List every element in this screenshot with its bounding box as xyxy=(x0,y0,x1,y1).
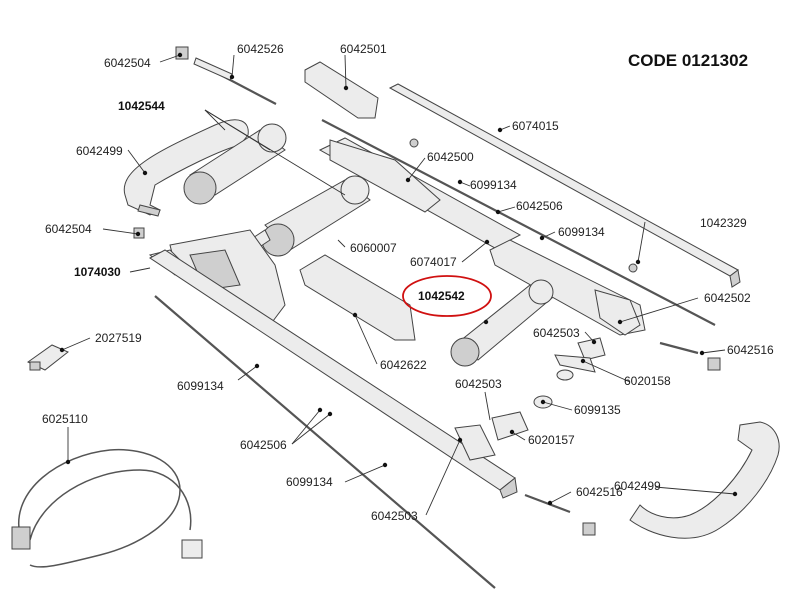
label-6042503-a: 6042503 xyxy=(533,326,580,340)
label-6042502: 6042502 xyxy=(704,291,751,305)
label-6042516-b: 6042516 xyxy=(576,485,623,499)
label-6042506-a: 6042506 xyxy=(516,199,563,213)
label-6099134-b: 6099134 xyxy=(558,225,605,239)
part-plate-6042501 xyxy=(304,61,379,119)
part-rail-6074015 xyxy=(388,83,741,288)
part-beam-end xyxy=(499,477,518,499)
label-6042622: 6042622 xyxy=(380,358,427,372)
part-cylinder-top xyxy=(183,123,287,205)
label-6025110: 6025110 xyxy=(42,412,88,426)
leader-lines xyxy=(61,54,736,516)
label-6074015: 6074015 xyxy=(512,119,559,133)
label-6020157: 6020157 xyxy=(528,433,575,447)
label-6020158: 6020158 xyxy=(624,374,671,388)
label-6042516-a: 6042516 xyxy=(727,343,774,357)
label-1074030: 1074030 xyxy=(74,265,121,279)
code-title: CODE 0121302 xyxy=(628,51,748,70)
label-6099134-d: 6099134 xyxy=(286,475,333,489)
part-key-2027519 xyxy=(27,344,69,371)
label-6099134-c: 6099134 xyxy=(177,379,224,393)
part-bracket-6042502 xyxy=(594,289,641,336)
label-6042500: 6042500 xyxy=(427,150,474,164)
label-6099135: 6099135 xyxy=(574,403,621,417)
highlight-ellipse xyxy=(402,275,492,317)
leader-dots xyxy=(59,52,738,506)
label-6042506-b: 6042506 xyxy=(240,438,287,452)
label-6042501: 6042501 xyxy=(340,42,387,56)
label-1042544: 1042544 xyxy=(118,99,165,113)
part-plate-6042622 xyxy=(299,254,416,341)
label-6042504-mid: 6042504 xyxy=(45,222,92,236)
part-handle-left xyxy=(123,119,249,217)
label-1042542: 1042542 xyxy=(418,289,465,303)
label-6042526: 6042526 xyxy=(237,42,284,56)
label-6060007: 6060007 xyxy=(350,241,397,255)
part-handle-right xyxy=(629,421,780,539)
label-1042329: 1042329 xyxy=(700,216,747,230)
part-pins xyxy=(524,341,721,536)
rod-lower xyxy=(154,295,496,589)
label-6074017: 6074017 xyxy=(410,255,457,269)
label-6099134-a: 6099134 xyxy=(470,178,517,192)
label-2027519: 2027519 xyxy=(95,331,142,345)
label-6042499-left: 6042499 xyxy=(76,144,123,158)
label-6042499-right: 6042499 xyxy=(614,479,661,493)
rod-upper xyxy=(321,119,716,326)
label-6042503-c: 6042503 xyxy=(371,509,418,523)
part-cylinder-1042542 xyxy=(450,279,554,367)
part-small-center xyxy=(454,337,606,461)
part-cable-6025110 xyxy=(11,448,203,568)
label-6042504-top: 6042504 xyxy=(104,56,151,70)
label-6042503-b: 6042503 xyxy=(455,377,502,391)
